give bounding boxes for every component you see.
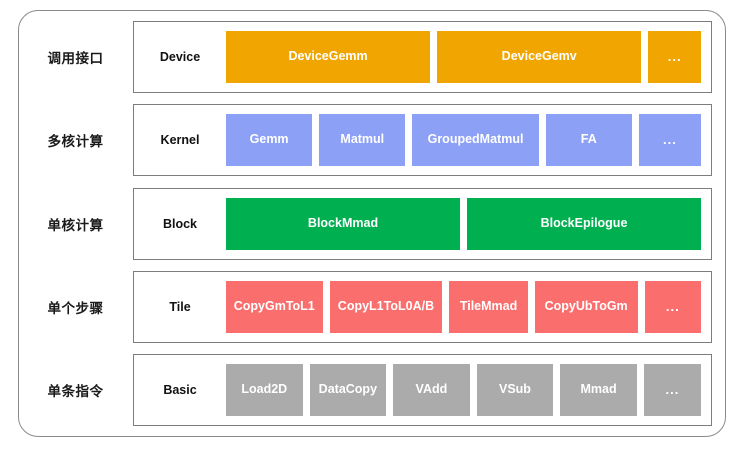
tier-chinese-label: 单核计算: [47, 217, 104, 233]
tier-cell[interactable]: VSub: [476, 364, 554, 416]
tier-cell[interactable]: GroupedMatmul: [412, 114, 539, 167]
tier-cell[interactable]: TileMmad: [449, 280, 528, 333]
tier-cell[interactable]: Gemm: [226, 114, 313, 167]
tier-cell[interactable]: CopyGmToL1: [226, 280, 323, 333]
tier-cell[interactable]: CopyL1ToL0A/B: [329, 280, 443, 333]
tier-name-label: Block: [162, 216, 198, 231]
tier-name-label: Tile: [169, 299, 191, 314]
tier-cell[interactable]: VAdd: [393, 364, 470, 416]
tier-cell-more[interactable]: ...: [643, 364, 701, 416]
tier-cell[interactable]: FA: [545, 114, 632, 167]
tier-name-label: Device: [159, 50, 201, 64]
tier-cell-more[interactable]: ...: [644, 280, 701, 333]
tier-name-label: Basic: [163, 383, 197, 397]
tier-cell[interactable]: Mmad: [560, 364, 637, 416]
tier-cell[interactable]: BlockEpilogue: [467, 197, 701, 250]
tier-cell[interactable]: Load2D: [226, 364, 303, 416]
tier-chinese-label: 单个步骤: [47, 300, 104, 316]
tier-cell[interactable]: DeviceGemv: [437, 31, 642, 83]
tier-cell-more[interactable]: ...: [638, 114, 701, 167]
tier-cell[interactable]: DeviceGemm: [226, 31, 431, 83]
tier-chinese-label: 多核计算: [47, 134, 104, 150]
tier-name-label: Kernel: [160, 133, 200, 148]
tier-chinese-label: 单条指令: [47, 384, 104, 399]
tier-cell[interactable]: CopyUbToGm: [534, 280, 638, 333]
tier-cell[interactable]: BlockMmad: [226, 197, 460, 250]
tier-cell[interactable]: DataCopy: [309, 364, 387, 416]
tier-cell[interactable]: Matmul: [319, 114, 406, 167]
tier-chinese-label: 调用接口: [47, 51, 104, 66]
tier-cell-more[interactable]: ...: [648, 31, 702, 83]
